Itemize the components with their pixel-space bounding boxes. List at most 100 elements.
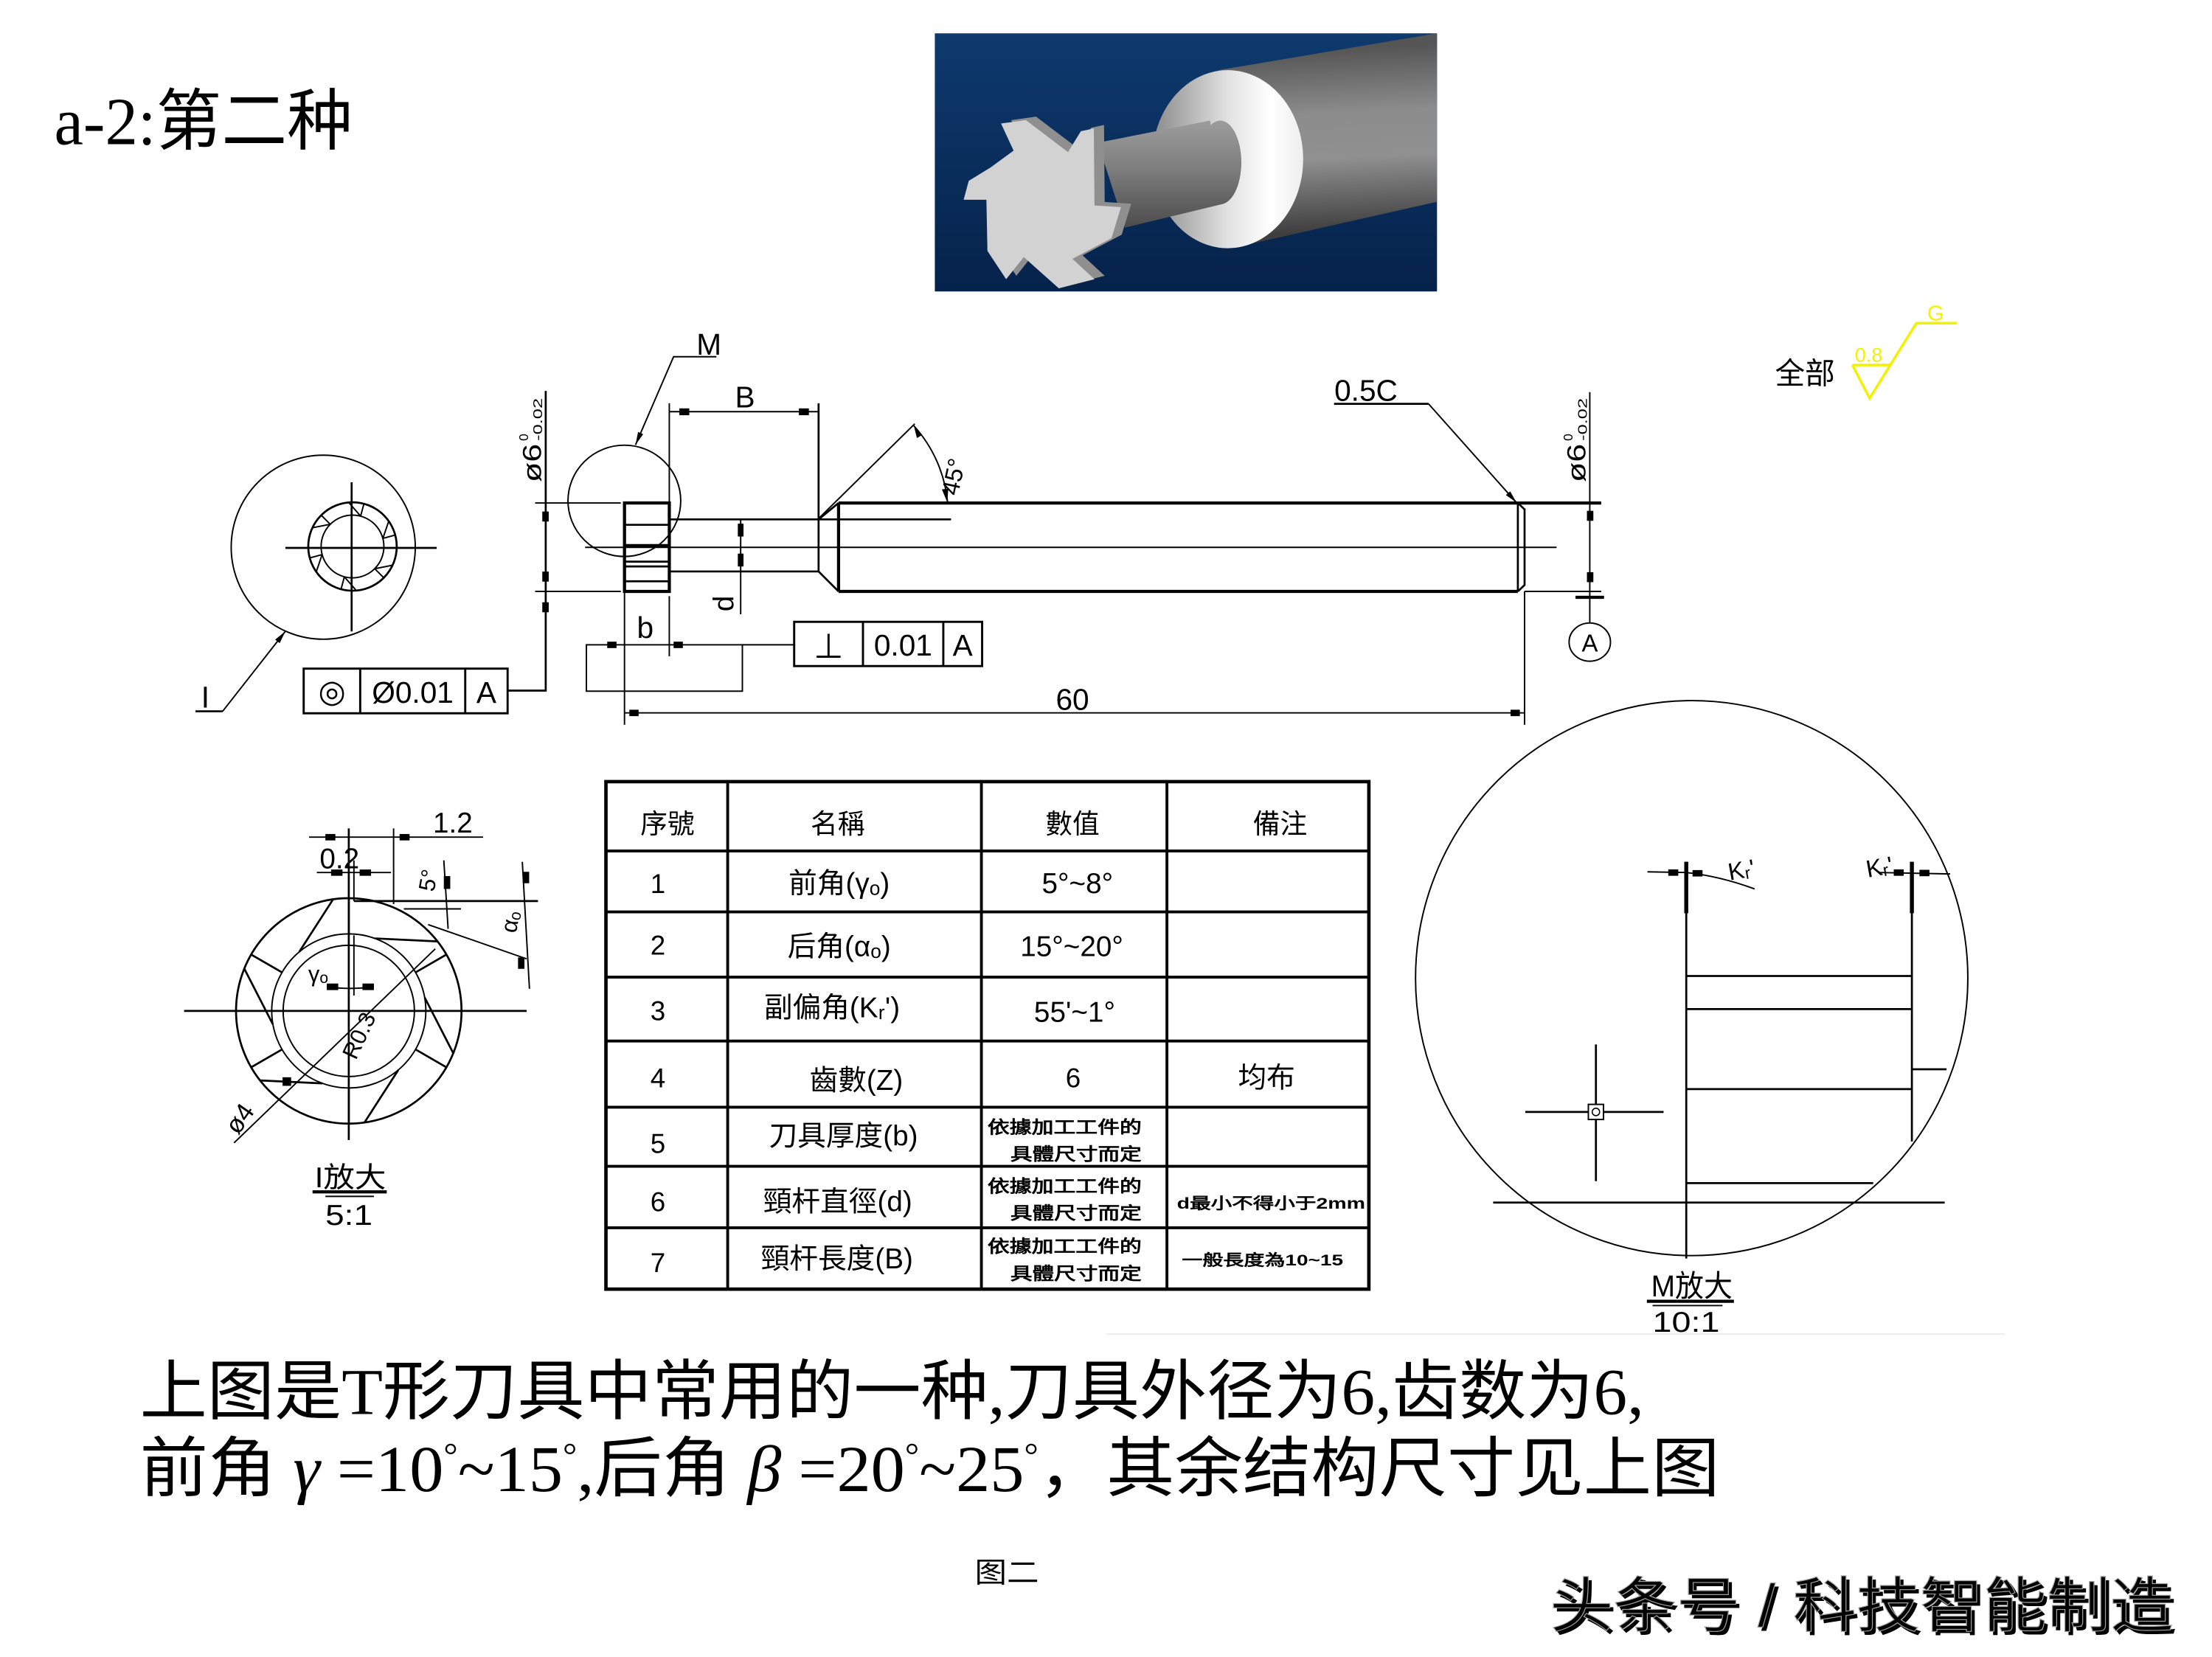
b-leader-box	[586, 644, 743, 692]
shank-diameter-lower-tol: -0.02	[1575, 398, 1590, 441]
arrowhead-icon	[679, 408, 690, 416]
arrowhead-icon	[399, 833, 410, 841]
row-name: 后角(αₒ)	[788, 931, 891, 962]
row-value-line2: 具體尺寸而定	[1010, 1264, 1143, 1283]
diameter-leader	[233, 948, 436, 1144]
beta-symbol: β	[746, 1434, 782, 1506]
perpendicularity-tolerance-frame: ⊥ 0.01 A	[793, 620, 984, 667]
arrowhead-icon	[330, 869, 343, 876]
caption-part: =10	[320, 1434, 444, 1506]
row-note: 一般長度為10~15	[1182, 1251, 1343, 1269]
arrowhead-icon	[542, 602, 549, 613]
caption-part: ~15	[458, 1434, 563, 1506]
caption-part: ,后角	[577, 1434, 747, 1506]
arrowhead-icon	[542, 572, 549, 582]
relief-angle-label: 5°	[414, 867, 443, 893]
header-no: 序號	[640, 809, 695, 839]
datum-circle	[1568, 622, 1612, 662]
row-value: 15°~20°	[1020, 931, 1123, 962]
datum-label: A	[1581, 629, 1598, 656]
detail-M-label: M	[696, 327, 721, 361]
header-value: 數值	[1045, 809, 1100, 839]
perpendicularity-tolerance: 0.01	[874, 628, 932, 662]
row-name: 齒數(Z)	[810, 1065, 904, 1097]
shank-diameter-upper-tol: 0	[1561, 434, 1575, 441]
row-no: 3	[651, 996, 665, 1026]
relief-angle-line	[443, 860, 449, 929]
concentricity-symbol-icon: ◎	[318, 674, 345, 709]
table-header: 序號 名稱 數值 備注	[640, 809, 1307, 839]
dim-1-2-label: 1.2	[433, 807, 473, 839]
row-no: 6	[651, 1187, 665, 1217]
frame-box	[793, 620, 984, 667]
d-dimension-label: d	[709, 596, 741, 612]
arrowhead-icon	[325, 833, 336, 841]
arrowhead-icon	[1511, 709, 1520, 717]
table-row: 3 副偏角(Kᵣ') 55'~1°	[651, 993, 1115, 1029]
concentricity-datum: A	[476, 675, 497, 709]
clearance-face-line	[428, 923, 527, 960]
watermark: 头条号 / 科技智能制造 头条号 / 科技智能制造	[1550, 1572, 2177, 1643]
arrowhead-icon	[359, 869, 372, 876]
row-no: 4	[651, 1063, 665, 1093]
detail-I-leader	[222, 631, 286, 712]
watermark-text: 头条号 / 科技智能制造	[1550, 1573, 2174, 1640]
arrowhead-icon	[1587, 572, 1594, 583]
frame-leader	[507, 391, 547, 692]
arrowhead-icon	[518, 957, 525, 969]
crosshair-box-icon	[1587, 1103, 1604, 1121]
row-name: 副偏角(Kᵣ')	[764, 993, 900, 1024]
perpendicularity-datum: A	[953, 628, 974, 662]
gamma-symbol: γ	[293, 1434, 322, 1506]
header-name: 名稱	[811, 809, 865, 839]
cutter-face	[963, 119, 1121, 288]
row-note: 均布	[1238, 1062, 1294, 1094]
arrowhead-icon	[738, 524, 744, 537]
row-name: 頸杆長度(B)	[761, 1243, 913, 1275]
header-note: 備注	[1253, 809, 1308, 839]
arrowhead-icon	[1893, 869, 1904, 876]
detail-M-circle	[567, 444, 682, 557]
end-view: I	[195, 454, 437, 715]
row-no: 2	[651, 930, 665, 960]
head-diameter-lower-tol: -0.02	[530, 398, 545, 441]
roughness-check-icon-leg	[1851, 322, 1958, 401]
frame-box	[302, 667, 509, 715]
detail-M-scale: 10:1	[1653, 1307, 1720, 1338]
clearance-angle-label: αₒ	[496, 909, 525, 934]
table-row: 7 頸杆長度(B) 依據加工工件的 具體尺寸而定 一般長度為10~15	[651, 1237, 1344, 1283]
diameter-label: ø4	[220, 1098, 260, 1139]
slide-title: a-2:第二种	[55, 84, 353, 159]
table-row: 2 后角(αₒ) 15°~20°	[651, 930, 1123, 962]
row-value-line1: 依據加工工件的	[988, 1117, 1142, 1136]
concentricity-tolerance-frame: ◎ Ø0.01 A	[302, 391, 547, 715]
row-value-line2: 具體尺寸而定	[1010, 1144, 1143, 1164]
table-row: 1 前角(γₒ) 5°~8°	[651, 868, 1113, 900]
arrowhead-icon	[607, 642, 617, 648]
angle-label-left: Kᵣ'	[1726, 854, 1757, 886]
row-value: 55'~1°	[1034, 996, 1115, 1028]
chamfer-top	[817, 502, 839, 521]
table-row: 5 刀具厚度(b) 依據加工工件的 具體尺寸而定	[651, 1117, 1143, 1164]
length-dimension-label: 60	[1055, 683, 1089, 717]
chamfer-bottom	[817, 570, 839, 592]
surface-roughness-symbol: 全部 0.8 G	[1775, 302, 1958, 401]
row-name: 頸杆直徑(d)	[763, 1187, 912, 1218]
row-value: 5°~8°	[1042, 868, 1114, 900]
parameter-table: 序號 名稱 數值 備注 1 前角(γₒ) 5°~8° 2 后角(αₒ) 15°~…	[604, 779, 1371, 1291]
end-view-gear-outer	[307, 501, 398, 592]
arrowhead-icon	[327, 983, 339, 990]
perpendicularity-symbol-icon: ⊥	[814, 627, 843, 665]
radius-label: R0.3	[337, 1008, 381, 1063]
b-dimension-label: b	[637, 611, 654, 645]
detail-M-view: Kᵣ' Kᵣ' M放大 10:1	[1415, 700, 1969, 1338]
detail-I-caption: I放大	[315, 1162, 386, 1194]
arrowhead-icon	[1505, 491, 1517, 503]
row-no: 1	[651, 869, 665, 899]
row-no: 7	[651, 1248, 665, 1278]
roughness-value: 0.8	[1855, 344, 1883, 367]
degree-mark: °	[443, 1437, 457, 1475]
rake-angle-label: γₒ	[308, 961, 328, 987]
B-dimension-label: B	[735, 380, 755, 414]
